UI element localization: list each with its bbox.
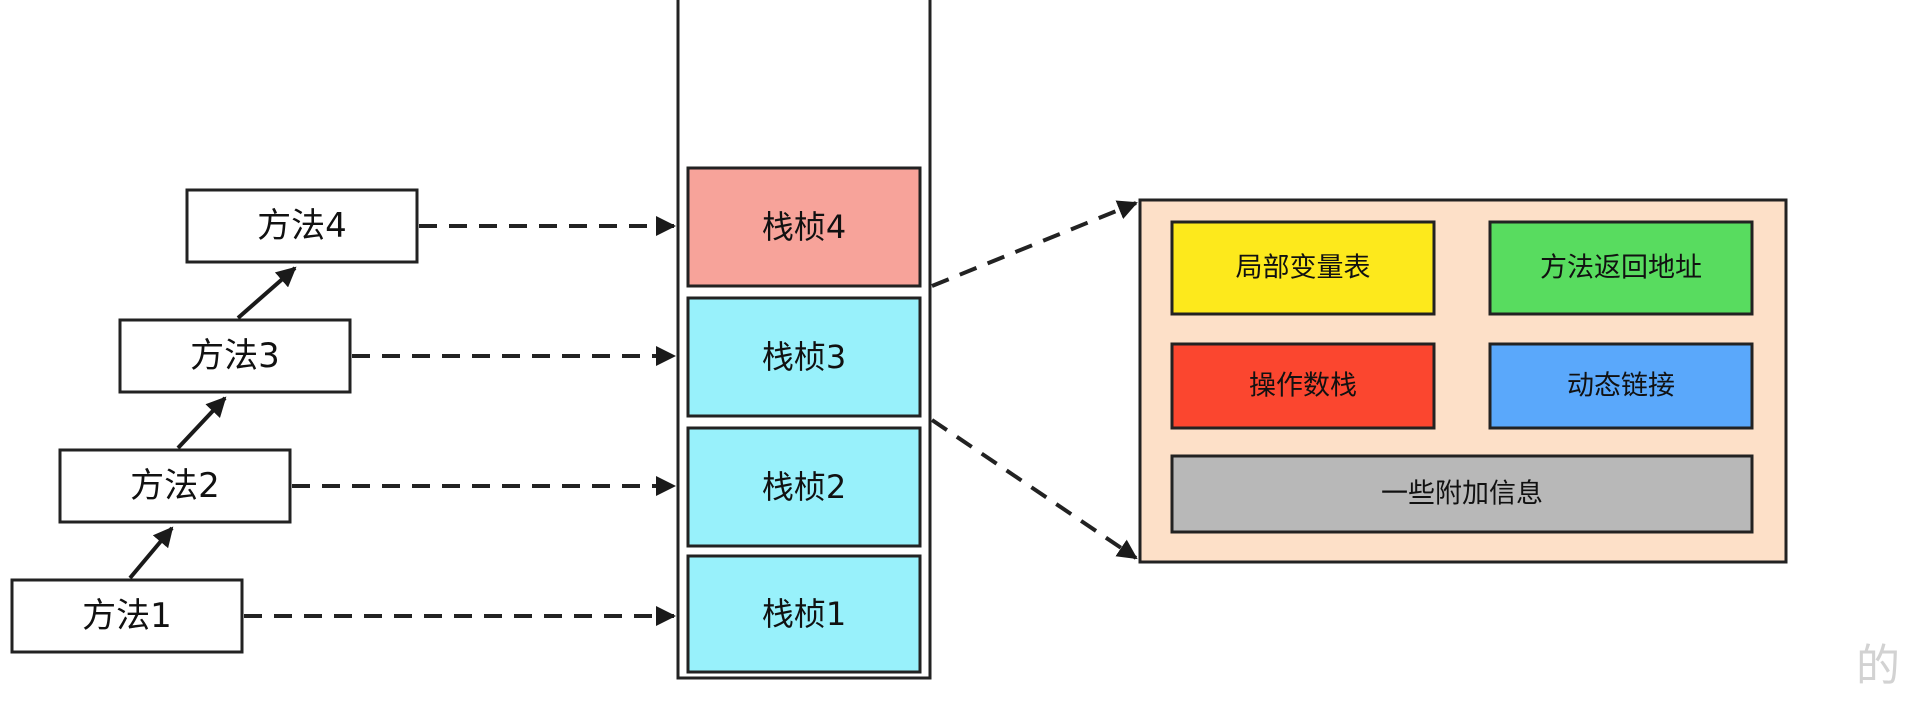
stack-frame-4-label: 栈桢4 bbox=[762, 208, 846, 246]
method-2-box bbox=[58, 448, 292, 524]
return-address-box bbox=[1488, 220, 1754, 316]
method-4-label: 方法4 bbox=[257, 206, 347, 246]
call-arrow-2-3 bbox=[176, 396, 227, 450]
stack-frame-2-label: 栈桢2 bbox=[762, 468, 846, 506]
method-1: 方法1 bbox=[10, 578, 244, 654]
expand-line-top bbox=[931, 200, 1138, 288]
method-2: 方法2 bbox=[58, 448, 292, 524]
call-arrow-1-2 bbox=[128, 526, 174, 580]
stack-frame-1-label: 栈桢1 bbox=[762, 595, 846, 633]
stack-frame-1: 栈桢1 bbox=[686, 554, 922, 674]
method-3-label: 方法3 bbox=[190, 336, 280, 376]
dynamic-linking-label: 动态链接 bbox=[1567, 371, 1675, 402]
method-3-box bbox=[118, 318, 352, 394]
method-3: 方法3 bbox=[118, 318, 352, 394]
method-1-label: 方法1 bbox=[82, 596, 172, 636]
dynamic-linking-box bbox=[1488, 342, 1754, 430]
local-variables-box bbox=[1170, 220, 1436, 316]
additional-info-label: 一些附加信息 bbox=[1381, 479, 1543, 510]
local-variables-label: 局部变量表 bbox=[1236, 253, 1371, 284]
return-address-label: 方法返回地址 bbox=[1540, 253, 1702, 284]
stack-frame-3-label: 栈桢3 bbox=[762, 338, 846, 376]
call-arrow-3-4 bbox=[236, 266, 297, 320]
frame-detail-panel: 局部变量表 方法返回地址 操作数栈 动态链接 一些附加信息 bbox=[1138, 198, 1788, 564]
operand-stack-label: 操作数栈 bbox=[1249, 371, 1357, 402]
stack-frame-4: 栈桢4 bbox=[686, 166, 922, 288]
method-1-box bbox=[10, 578, 244, 654]
stack-frame-3-box bbox=[686, 296, 922, 418]
method-4: 方法4 bbox=[185, 188, 419, 264]
stack-frame-4-box bbox=[686, 166, 922, 288]
stack-frame-1-box bbox=[686, 554, 922, 674]
operand-stack-box bbox=[1170, 342, 1436, 430]
stack-frame-3: 栈桢3 bbox=[686, 296, 922, 418]
additional-info-box bbox=[1170, 454, 1754, 534]
method-4-box bbox=[185, 188, 419, 264]
stack-frame-2-box bbox=[686, 426, 922, 548]
watermark-glyph: 的 bbox=[1856, 641, 1900, 692]
stack-frame-2: 栈桢2 bbox=[686, 426, 922, 548]
method-2-label: 方法2 bbox=[130, 466, 220, 506]
expand-line-bottom bbox=[930, 418, 1138, 560]
